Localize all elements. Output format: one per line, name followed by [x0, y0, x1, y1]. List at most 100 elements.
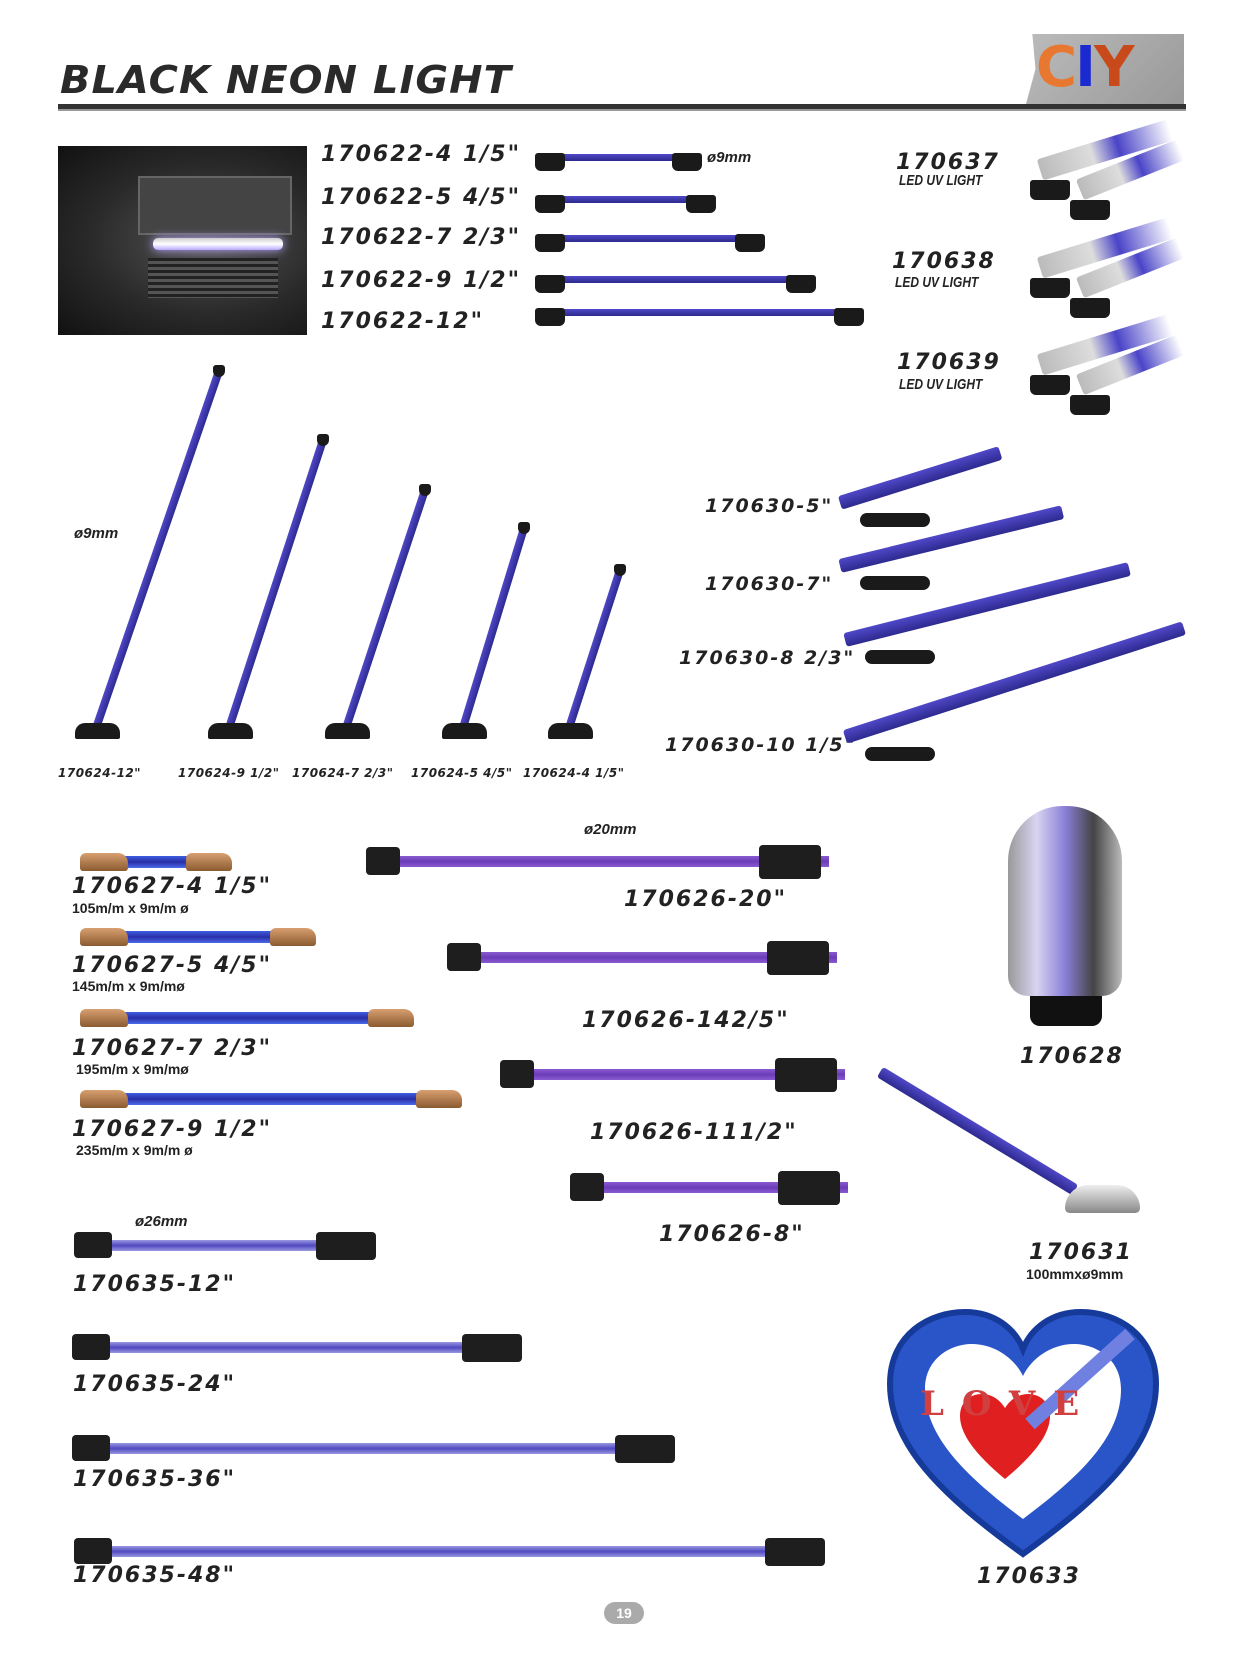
tube-end-cap — [672, 153, 702, 171]
tube-base — [865, 650, 935, 664]
tube-base — [860, 513, 930, 527]
product-code-170635-48: 170635-48" — [73, 1563, 237, 1588]
product-code-170635-12: 170635-12" — [73, 1272, 237, 1297]
tube-end-cap — [535, 195, 565, 213]
product-desc-170637: LED UV LIGHT — [899, 172, 983, 189]
heart-text: LOVE — [920, 1384, 1098, 1424]
product-code-170622-4: 170622-4 1/5" — [321, 142, 522, 167]
product-code-170627-5: 170627-5 4/5" — [72, 953, 273, 978]
tube-170622 — [540, 195, 708, 203]
tube-end-cap — [535, 153, 565, 171]
tube-end-block — [759, 845, 821, 879]
led-uv-base — [1030, 278, 1070, 298]
tube-end-cap — [735, 234, 765, 252]
diameter-label-170622: ø9mm — [707, 149, 752, 166]
tube-base — [865, 747, 935, 761]
tube-top-cap — [317, 434, 329, 446]
tube-170622 — [540, 234, 757, 242]
product-code-170630-5: 170630-5" — [705, 495, 834, 517]
diameter-label-170635: ø26mm — [135, 1213, 188, 1230]
tube-170627 — [100, 931, 296, 943]
product-code-170622-12: 170622-12" — [321, 309, 485, 334]
tube-end-block — [767, 941, 829, 975]
tube-170626 — [366, 856, 829, 867]
tube-end-cap — [80, 1090, 128, 1108]
led-uv-base — [1030, 375, 1070, 395]
diameter-label-170624: ø9mm — [74, 525, 119, 542]
tube-end-cap — [535, 234, 565, 252]
tube-end-block — [447, 943, 481, 971]
tube-170627 — [100, 1012, 394, 1024]
header-divider — [58, 104, 1186, 111]
product-code-170626-8: 170626-8" — [659, 1222, 805, 1247]
brand-logo: CIY — [1026, 34, 1184, 104]
product-code-170638: 170638 — [892, 249, 996, 274]
tube-base — [1065, 1185, 1140, 1213]
tube-170622 — [540, 275, 808, 283]
product-code-170624-9: 170624-9 1/2" — [178, 766, 280, 780]
tube-end-block — [462, 1334, 522, 1362]
led-uv-base — [1070, 298, 1110, 318]
tube-170626 — [570, 1182, 848, 1193]
tube-170622 — [540, 308, 856, 316]
tube-170626 — [447, 952, 837, 963]
tube-end-block — [74, 1232, 112, 1258]
led-uv-base — [1030, 180, 1070, 200]
tube-end-cap — [535, 308, 565, 326]
tube-end-cap — [535, 275, 565, 293]
tube-end-cap — [786, 275, 816, 293]
tube-170635 — [72, 1443, 675, 1454]
product-code-170626-20: 170626-20" — [624, 887, 788, 912]
tube-end-cap — [80, 1009, 128, 1027]
product-code-170627-4: 170627-4 1/5" — [72, 874, 273, 899]
product-code-170630-10: 170630-10 1/5" — [665, 734, 857, 756]
tube-170624 — [224, 438, 327, 733]
tube-170627 — [100, 856, 212, 868]
product-code-170624-7: 170624-7 2/3" — [292, 766, 394, 780]
product-code-170626-11: 170626-111/2" — [590, 1120, 798, 1145]
tube-top-cap — [518, 522, 530, 534]
product-code-170627-7: 170627-7 2/3" — [72, 1036, 273, 1061]
product-code-170630-7: 170630-7" — [705, 573, 834, 595]
product-code-170624-12: 170624-12" — [58, 766, 142, 780]
diameter-label-170626: ø20mm — [584, 821, 637, 838]
tube-base — [442, 723, 487, 739]
tube-end-block — [72, 1435, 110, 1461]
tube-170624 — [564, 568, 624, 733]
tube-end-cap — [270, 928, 316, 946]
tube-top-cap — [213, 365, 225, 377]
product-code-170639: 170639 — [897, 350, 1001, 375]
dashboard-photo — [58, 146, 307, 335]
tube-170626 — [500, 1069, 845, 1080]
tube-end-block — [366, 847, 400, 875]
product-code-170626-14: 170626-142/5" — [582, 1008, 790, 1033]
tube-end-cap — [834, 308, 864, 326]
product-code-170624-5: 170624-5 4/5" — [411, 766, 513, 780]
gear-knob-image — [1000, 806, 1130, 1031]
tube-end-block — [72, 1334, 110, 1360]
tube-170630 — [843, 562, 1131, 647]
product-code-170624-4: 170624-4 1/5" — [523, 766, 625, 780]
product-size-170627-9: 235m/m x 9m/m ø — [76, 1142, 193, 1158]
tube-top-cap — [614, 564, 626, 576]
tube-end-block — [316, 1232, 376, 1260]
product-code-170633: 170633 — [977, 1564, 1081, 1589]
product-code-170637: 170637 — [896, 150, 1000, 175]
product-code-170630-8: 170630-8 2/3" — [679, 647, 856, 669]
tube-end-cap — [686, 195, 716, 213]
tube-170627 — [100, 1093, 442, 1105]
tube-170630 — [837, 446, 1003, 510]
tube-end-cap — [186, 853, 232, 871]
product-code-170635-24: 170635-24" — [73, 1372, 237, 1397]
product-code-170635-36: 170635-36" — [73, 1467, 237, 1492]
tube-end-block — [765, 1538, 825, 1566]
tube-end-cap — [368, 1009, 414, 1027]
tube-end-cap — [80, 853, 128, 871]
tube-170631 — [876, 1066, 1079, 1196]
product-desc-170639: LED UV LIGHT — [899, 376, 983, 393]
product-code-170622-7: 170622-7 2/3" — [321, 225, 522, 250]
tube-base — [860, 576, 930, 590]
tube-end-block — [615, 1435, 675, 1463]
tube-base — [208, 723, 253, 739]
product-size-170627-7: 195m/m x 9m/mø — [76, 1061, 189, 1077]
